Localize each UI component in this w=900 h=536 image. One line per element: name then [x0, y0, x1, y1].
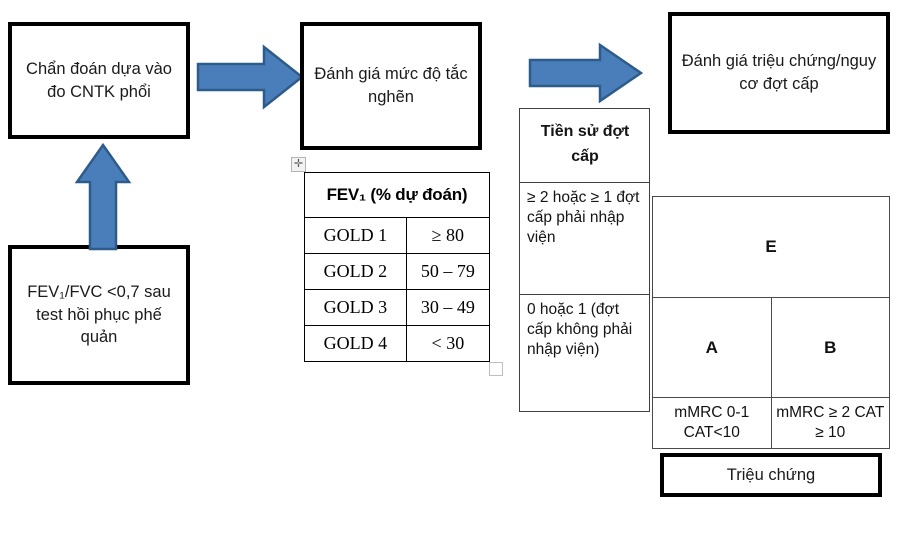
box-spirometry-criteria[interactable]: FEV₁/FVC <0,7 sau test hồi phục phế quản	[8, 245, 190, 385]
box-obstruction[interactable]: Đánh giá mức độ tắc nghẽn	[300, 22, 482, 150]
box-symptom-risk-label: Đánh giá triệu chứng/nguy cơ đợt cấp	[681, 52, 877, 93]
table-row: GOLD 1 ≥ 80	[304, 217, 491, 254]
table-row: E	[652, 196, 890, 298]
fev1-value-1: ≥ 80	[405, 217, 491, 254]
table-resize-handle[interactable]	[489, 362, 503, 376]
history-table-header: Tiền sử đợt cấp	[519, 108, 650, 183]
box-diagnosis[interactable]: Chẩn đoán dựa vào đo CNTK phổi	[8, 22, 190, 139]
fev1-grade-4: GOLD 4	[304, 325, 407, 362]
abe-grid: E A B mMRC 0-1 CAT<10 mMRC ≥ 2 CAT ≥ 10	[652, 196, 890, 449]
arrow-right-icon-1	[196, 44, 304, 110]
table-row: GOLD 2 50 – 79	[304, 253, 491, 290]
table-move-handle-icon[interactable]: ✛	[291, 157, 306, 172]
fev1-table-header: FEV₁ (% dự đoán)	[304, 172, 490, 218]
box-symptom-risk[interactable]: Đánh giá triệu chứng/nguy cơ đợt cấp	[668, 12, 890, 134]
exacerbation-history-table: Tiền sử đợt cấp ≥ 2 hoặc ≥ 1 đợt cấp phả…	[519, 108, 650, 412]
box-trieu-chung[interactable]: Triệu chứng	[660, 453, 882, 497]
abe-footer-right: mMRC ≥ 2 CAT ≥ 10	[770, 397, 890, 449]
history-low-risk: 0 hoặc 1 (đợt cấp không phải nhập viện)	[519, 294, 650, 412]
fev1-value-4: < 30	[405, 325, 491, 362]
table-row: mMRC 0-1 CAT<10 mMRC ≥ 2 CAT ≥ 10	[652, 397, 890, 449]
fev1-value-2: 50 – 79	[405, 253, 491, 290]
table-row: 0 hoặc 1 (đợt cấp không phải nhập viện)	[519, 294, 650, 412]
table-row: GOLD 4 < 30	[304, 325, 491, 362]
box-obstruction-label: Đánh giá mức độ tắc nghẽn	[314, 65, 468, 106]
abe-group-e: E	[652, 196, 890, 298]
history-high-risk: ≥ 2 hoặc ≥ 1 đợt cấp phải nhập viện	[519, 182, 650, 295]
table-row: ≥ 2 hoặc ≥ 1 đợt cấp phải nhập viện	[519, 182, 650, 295]
abe-group-b: B	[770, 297, 890, 398]
table-row-header: FEV₁ (% dự đoán)	[304, 172, 490, 218]
fev1-grade-3: GOLD 3	[304, 289, 407, 326]
table-row-header: Tiền sử đợt cấp	[519, 108, 650, 183]
fev1-grade-2: GOLD 2	[304, 253, 407, 290]
box-spirometry-criteria-label: FEV₁/FVC <0,7 sau test hồi phục phế quản	[27, 282, 171, 347]
arrow-up-icon	[74, 142, 132, 252]
fev1-table: FEV₁ (% dự đoán) GOLD 1 ≥ 80 GOLD 2 50 –…	[304, 172, 491, 362]
table-row: A B	[652, 297, 890, 398]
abe-footer-left: mMRC 0-1 CAT<10	[652, 397, 772, 449]
table-row: GOLD 3 30 – 49	[304, 289, 491, 326]
fev1-grade-1: GOLD 1	[304, 217, 407, 254]
abe-group-a: A	[652, 297, 772, 398]
fev1-value-3: 30 – 49	[405, 289, 491, 326]
box-diagnosis-label: Chẩn đoán dựa vào đo CNTK phổi	[26, 59, 172, 101]
arrow-right-icon-2	[528, 42, 643, 104]
box-trieu-chung-label: Triệu chứng	[726, 465, 816, 484]
